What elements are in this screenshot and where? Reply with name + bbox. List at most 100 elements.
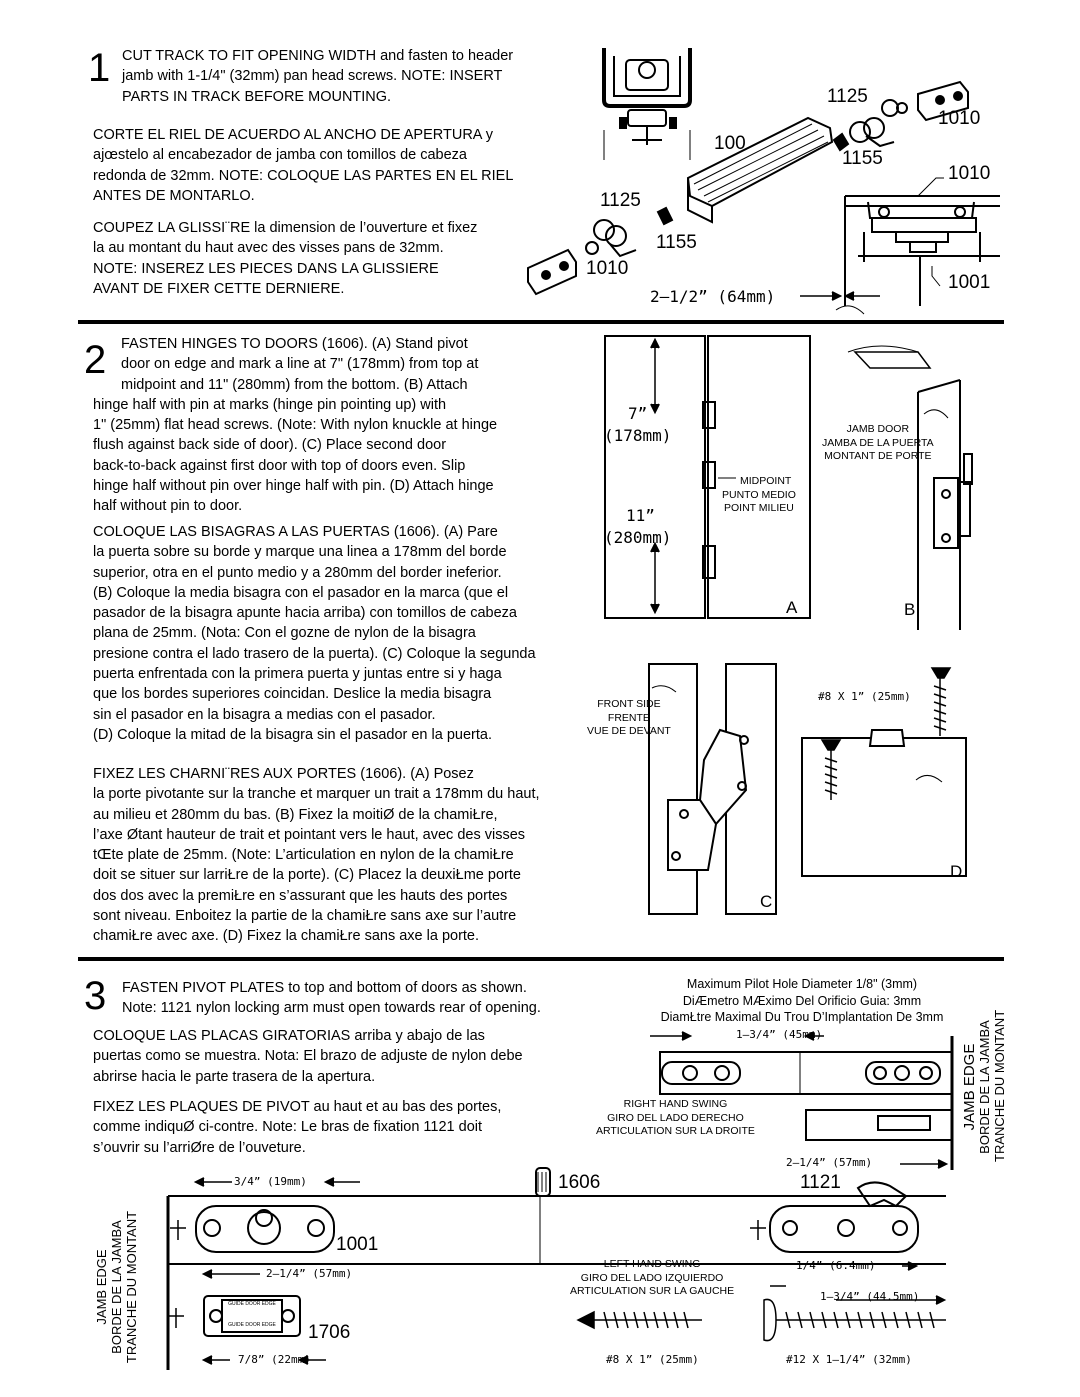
text-line: PARTS IN TRACK BEFORE MOUNTING.: [122, 88, 392, 105]
text-line: (B) Coloque la media bisagra con el pasa…: [93, 584, 509, 601]
step-2-spanish: COLOQUE LAS BISAGRAS A LAS PUERTAS (1606…: [93, 522, 536, 745]
text-line: ajœstelo al encabezador de jamba con tom…: [93, 147, 467, 164]
text-line: CUT TRACK TO FIT OPENING WIDTH and faste…: [122, 48, 514, 64]
text-line: FASTEN HINGES TO DOORS (1606). (A) Stand…: [121, 336, 468, 352]
text-line: TRANCHE DU MONTANT: [992, 1009, 1007, 1162]
step-1-number: 1: [88, 46, 111, 90]
text-line: plana de 25mm. (Nota: Con el gozne de ny…: [93, 625, 476, 642]
screw-size-label: #8 X 1” (25mm): [818, 690, 911, 703]
text-line: s’ouvrir su l’arriØre de l’ouveture.: [93, 1139, 306, 1156]
step-1-french: COUPEZ LA GLISSI¨RE la dimension de l’ou…: [93, 218, 477, 299]
part-100-label: 100: [714, 133, 746, 154]
part-1001-label: 1001: [336, 1234, 379, 1255]
part-1125-label: 1125: [827, 86, 868, 107]
text-line: hinge half with pin at marks (hinge pin …: [93, 396, 447, 413]
text-line: CORTE EL RIEL DE ACUERDO AL ANCHO DE APE…: [93, 127, 493, 143]
part-1010-label: 1010: [586, 258, 629, 279]
text-line: BORDE DE LA JAMBA: [977, 1020, 992, 1154]
step-3-spanish: COLOQUE LAS PLACAS GIRATORIAS arriba y a…: [93, 1026, 523, 1087]
dimension-178mm: (178mm): [604, 426, 672, 445]
text-line: midpoint and 11" (280mm) from the bottom…: [121, 376, 468, 393]
text-line: back-to-back against first door with top…: [93, 457, 466, 474]
text-line: FRONT SIDE: [597, 698, 661, 710]
screw-12-label: #12 X 1–1/4” (32mm): [786, 1353, 912, 1366]
left-hand-swing-label: LEFT HAND SWING GIRO DEL LADO IZQUIERDO …: [570, 1258, 734, 1299]
text-line: presione contra el lado trasero de la pu…: [93, 645, 536, 662]
text-line: MONTANT DE PORTE: [824, 450, 932, 462]
section-divider: [78, 320, 1004, 324]
front-side-label: FRONT SIDE FRENTE VUE DE DEVANT: [587, 698, 671, 739]
text-line: redonda de 32mm. NOTE: COLOQUE LAS PARTE…: [93, 167, 514, 184]
text-line: door on edge and mark a line at 7" (178m…: [121, 356, 479, 373]
pilot-hole-note: Maximum Pilot Hole Diameter 1/8" (3mm) D…: [646, 976, 958, 1026]
text-line: PUNTO MEDIO: [722, 488, 796, 501]
text-line: Maximum Pilot Hole Diameter 1/8" (3mm): [686, 977, 918, 991]
text-line: la puerta sobre su borde y marque una li…: [93, 544, 507, 561]
clearance-dimension: 2–1/2” (64mm): [650, 287, 776, 306]
text-line: JAMB DOOR: [846, 423, 910, 435]
text-line: FASTEN PIVOT PLATES to top and bottom of…: [122, 980, 527, 996]
right-hand-swing-label: RIGHT HAND SWING GIRO DEL LADO DERECHO A…: [596, 1098, 755, 1139]
dimension-1-4-6-4mm: 1/4” (6.4mm): [796, 1259, 876, 1272]
figure-label-b: B: [904, 600, 916, 619]
dimension-3-4-19mm: 3/4” (19mm): [234, 1175, 307, 1188]
dimension-2-1-4-57mm: 2–1/4” (57mm): [786, 1156, 873, 1169]
text-line: dos dos avec la premiŁre en s’assurant q…: [93, 887, 508, 904]
part-1001-label: 1001: [948, 272, 991, 293]
text-line: JAMBA DE LA PUERTA: [822, 436, 934, 449]
text-line: POINT MILIEU: [724, 502, 794, 514]
text-line: Note: 1121 nylon locking arm must open t…: [122, 1000, 541, 1017]
text-line: hinge half without pin over hinge half w…: [93, 478, 494, 495]
text-line: abrirse hacia le parte trasera de la ape…: [93, 1068, 376, 1085]
text-line: l’axe Øtant hauteur de trait et pointant…: [93, 826, 526, 843]
jamb-door-label: JAMB DOOR JAMBA DE LA PUERTA MONTANT DE …: [822, 423, 934, 464]
jamb-edge-right-label: JAMB EDGE BORDE DE LA JAMBA TRANCHE DU M…: [961, 1009, 1007, 1162]
figure-label-d: D: [950, 862, 963, 881]
text-line: sin el pasador en la bisagra a medias co…: [93, 706, 436, 723]
text-line: BORDE DE LA JAMBA: [109, 1220, 124, 1354]
text-line: comme indiquØ ci-contre. Note: Le bras d…: [93, 1119, 483, 1136]
step-2-english: FASTEN HINGES TO DOORS (1606). (A) Stand…: [93, 334, 497, 517]
text-line: au milieu et 280mm du bas. (B) Fixez la …: [93, 806, 498, 823]
text-line: la porte pivotante sur la tranche et mar…: [93, 786, 540, 803]
part-1155-label: 1155: [656, 232, 697, 253]
text-line: ANTES DE MONTARLO.: [93, 187, 255, 204]
text-line: doit se situer sur larriŁre de la porte)…: [93, 867, 521, 884]
dimension-280mm: (280mm): [604, 528, 672, 547]
text-line: flush against back side of door). (C) Pl…: [93, 437, 447, 454]
text-line: TRANCHE DU MONTANT: [124, 1210, 139, 1364]
text-line: COUPEZ LA GLISSI¨RE la dimension de l’ou…: [93, 220, 478, 236]
text-line: pasador de la bisagra apunte hacia arrib…: [93, 605, 517, 622]
text-line: JAMB EDGE: [961, 1043, 978, 1131]
text-line: GIRO DEL LADO IZQUIERDO: [580, 1271, 724, 1284]
text-line: RIGHT HAND SWING: [623, 1098, 728, 1110]
midpoint-label: MIDPOINT PUNTO MEDIO POINT MILIEU: [718, 475, 796, 516]
hinge-diagram: [604, 335, 973, 915]
text-line: puertas como se muestra. Nota: El brazo …: [93, 1048, 523, 1065]
text-line: COLOQUE LAS PLACAS GIRATORIAS arriba y a…: [93, 1028, 485, 1044]
part-1010-label: 1010: [938, 108, 981, 129]
dimension-2-1-4-57mm: 2–1/4” (57mm): [266, 1267, 353, 1280]
step-1-english: CUT TRACK TO FIT OPENING WIDTH and faste…: [122, 46, 513, 107]
part-1010-label: 1010: [948, 163, 991, 184]
plate-engraving: GUIDE DOOR EDGE: [228, 1301, 276, 1307]
plate-engraving: GUIDE DOOR EDGE: [228, 1322, 276, 1328]
text-line: DiÆmetro MÆximo Del Orificio Guia: 3mm: [682, 993, 922, 1008]
track-installation-diagram: [527, 48, 1000, 315]
step-3-english: FASTEN PIVOT PLATES to top and bottom of…: [122, 978, 541, 1019]
figure-label-c: C: [760, 892, 773, 911]
text-line: FIXEZ LES PLAQUES DE PIVOT au haut et au…: [93, 1099, 502, 1115]
text-line: LEFT HAND SWING: [603, 1258, 701, 1270]
text-line: ARTICULATION SUR LA DROITE: [596, 1125, 755, 1137]
text-line: MIDPOINT: [740, 475, 792, 487]
text-line: DiamŁtre Maximal Du Trou D’Implantation …: [660, 1010, 944, 1024]
dimension-11in: 11”: [626, 506, 655, 525]
text-line: superior, otra en el punto medio y a 280…: [93, 564, 502, 581]
part-1121-label: 1121: [800, 1172, 841, 1193]
step-3-french: FIXEZ LES PLAQUES DE PIVOT au haut et au…: [93, 1097, 501, 1158]
section-divider: [78, 957, 1004, 961]
step-2-french: FIXEZ LES CHARNI¨RES AUX PORTES (1606). …: [93, 764, 540, 947]
text-line: NOTE: INSEREZ LES PIECES DANS LA GLISSIE…: [93, 260, 439, 277]
step-2-number: 2: [84, 338, 107, 382]
